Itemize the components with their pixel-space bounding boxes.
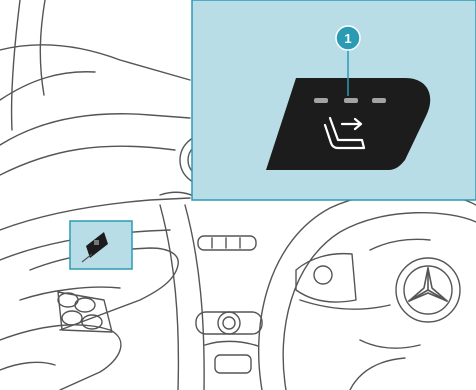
window-frame-lines bbox=[0, 0, 190, 175]
callout-number-1: 1 bbox=[344, 31, 351, 46]
indicator-lamps bbox=[314, 98, 386, 103]
center-console-switches bbox=[160, 205, 262, 390]
callout-badge-1: 1 bbox=[336, 26, 360, 50]
door-switch-highlight bbox=[70, 221, 132, 269]
window-switch-cluster bbox=[58, 292, 112, 332]
mercedes-star-logo bbox=[409, 268, 447, 301]
magnified-inset bbox=[192, 0, 476, 200]
steering-wheel bbox=[259, 192, 476, 390]
